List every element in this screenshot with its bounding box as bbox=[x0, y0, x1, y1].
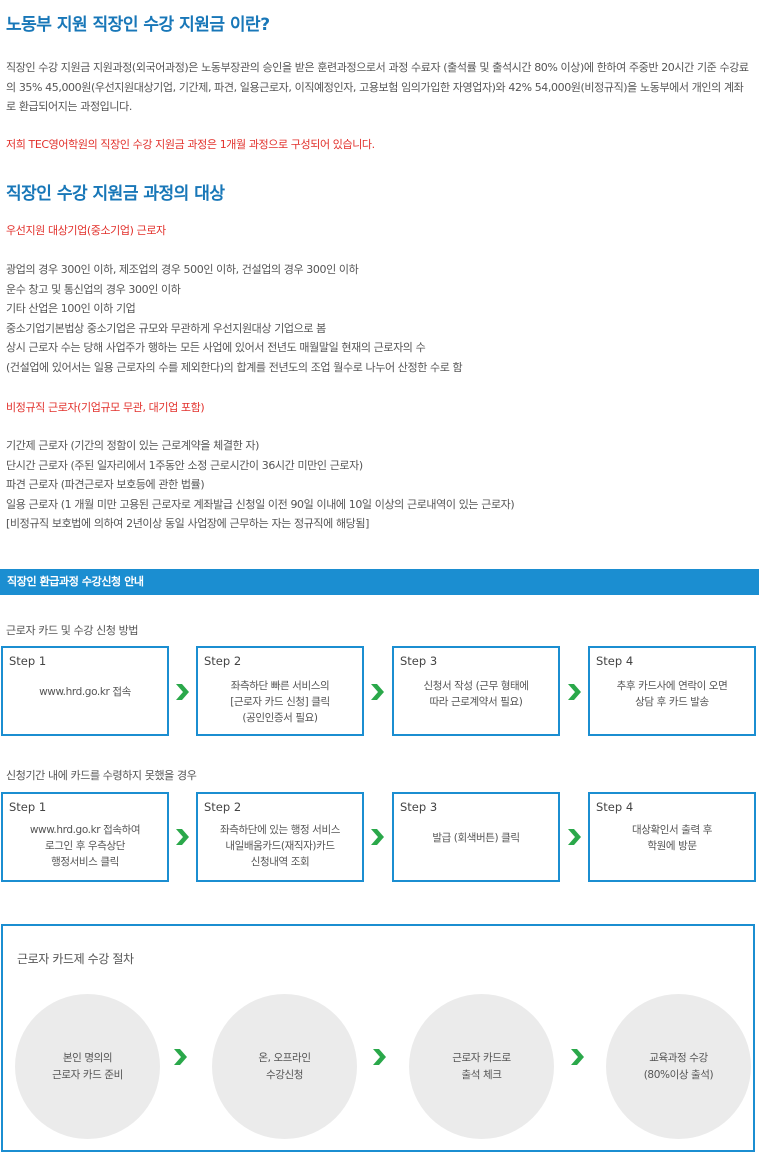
group2-list: 기간제 근로자 (기간의 정함이 있는 근로계약을 체결한 자) 단시간 근로자… bbox=[6, 436, 752, 534]
step-label: Step 2 bbox=[204, 654, 242, 668]
flow2-step-2: Step 2 좌측하단에 있는 행정 서비스 내일배움카드(재직자)카드 신청내… bbox=[196, 792, 364, 882]
procedure-step-4: 교육과정 수강 (80%이상 출석) bbox=[606, 994, 751, 1139]
list-item: 일용 근로자 (1 개월 미만 고용된 근로자로 계좌발급 신청일 이전 90일… bbox=[6, 497, 515, 511]
procedure-step-text: 온, 오프라인 수강신청 bbox=[258, 1051, 311, 1081]
step-description: 좌측하단 빠른 서비스의 [근로자 카드 신청] 클릭 (공인인증서 필요) bbox=[230, 680, 330, 724]
section1-title: 노동부 지원 직장인 수강 지원금 이란? bbox=[6, 15, 270, 35]
step-label: Step 3 bbox=[400, 654, 438, 668]
chevron-right-icon bbox=[367, 682, 387, 702]
section2-title: 직장인 수강 지원금 과정의 대상 bbox=[6, 184, 225, 204]
procedure-step-1: 본인 명의의 근로자 카드 준비 bbox=[15, 994, 160, 1139]
step-label: Step 2 bbox=[204, 800, 242, 814]
flow2-step-4: Step 4 대상확인서 출력 후 학원에 방문 bbox=[588, 792, 756, 882]
flow1-step-3: Step 3 신청서 작성 (근무 형태에 따라 근로계약서 필요) bbox=[392, 646, 560, 736]
chevron-right-icon bbox=[170, 1047, 190, 1067]
flow2-step-1: Step 1 www.hrd.go.kr 접속하여 로그인 후 우측상단 행정서… bbox=[1, 792, 169, 882]
step-description: 신청서 작성 (근무 형태에 따라 근로계약서 필요) bbox=[423, 680, 529, 708]
step-description: www.hrd.go.kr 접속하여 로그인 후 우측상단 행정서비스 클릭 bbox=[29, 824, 141, 868]
list-item: 중소기업기본법상 중소기업은 규모와 무관하게 우선지원대상 기업으로 봄 bbox=[6, 321, 326, 335]
procedure-step-3: 근로자 카드로 출석 체크 bbox=[409, 994, 554, 1139]
flow1-step-2: Step 2 좌측하단 빠른 서비스의 [근로자 카드 신청] 클릭 (공인인증… bbox=[196, 646, 364, 736]
step-label: Step 1 bbox=[9, 800, 47, 814]
section1-note: 저희 TEC영어학원의 직장인 수강 지원금 과정은 1개월 과정으로 구성되어… bbox=[6, 138, 375, 151]
step-description: www.hrd.go.kr 접속 bbox=[39, 686, 131, 698]
procedure-step-text: 근로자 카드로 출석 체크 bbox=[452, 1051, 511, 1081]
procedure-box: 근로자 카드제 수강 절차 본인 명의의 근로자 카드 준비 온, 오프라인 수… bbox=[1, 924, 755, 1152]
procedure-step-text: 본인 명의의 근로자 카드 준비 bbox=[52, 1051, 123, 1081]
group2-title: 비정규직 근로자(기업규모 무관, 대기업 포함) bbox=[6, 401, 205, 414]
step-label: Step 4 bbox=[596, 800, 634, 814]
step-description: 발급 (회색버튼) 클릭 bbox=[432, 832, 520, 844]
flow2-step-3: Step 3 발급 (회색버튼) 클릭 bbox=[392, 792, 560, 882]
list-item: 기간제 근로자 (기간의 정함이 있는 근로계약을 체결한 자) bbox=[6, 439, 260, 452]
list-item: 광업의 경우 300인 이하, 제조업의 경우 500인 이하, 건설업의 경우… bbox=[6, 263, 359, 276]
step-label: Step 4 bbox=[596, 654, 634, 668]
list-item: [비정규직 보호법에 의하여 2년이상 동일 사업장에 근무하는 자는 정규직에… bbox=[6, 517, 370, 531]
chevron-right-icon bbox=[369, 1047, 389, 1067]
flow1-step-1: Step 1 www.hrd.go.kr 접속 bbox=[1, 646, 169, 736]
list-item: 단시간 근로자 (주된 일자리에서 1주동안 소정 근로시간이 36시간 미만인… bbox=[6, 458, 363, 472]
chevron-right-icon bbox=[172, 682, 192, 702]
step-label: Step 1 bbox=[9, 654, 47, 668]
flow1-title: 근로자 카드 및 수강 신청 방법 bbox=[6, 624, 139, 637]
guide-header-bar: 직장인 환급과정 수강신청 안내 bbox=[0, 569, 759, 595]
chevron-right-icon bbox=[367, 827, 387, 847]
list-item: 운수 창고 및 통신업의 경우 300인 이하 bbox=[6, 282, 181, 296]
list-item: (건설업에 있어서는 일용 근로자의 수를 제외한다)의 합계를 전년도의 조업… bbox=[6, 360, 463, 374]
chevron-right-icon bbox=[564, 682, 584, 702]
step-description: 좌측하단에 있는 행정 서비스 내일배움카드(재직자)카드 신청내역 조회 bbox=[220, 824, 340, 868]
chevron-right-icon bbox=[172, 827, 192, 847]
procedure-title: 근로자 카드제 수강 절차 bbox=[17, 952, 134, 966]
group1-title: 우선지원 대상기업(중소기업) 근로자 bbox=[6, 224, 166, 237]
step-description: 대상확인서 출력 후 학원에 방문 bbox=[632, 824, 712, 852]
procedure-step-text: 교육과정 수강 (80%이상 출석) bbox=[643, 1051, 714, 1081]
step-description: 추후 카드사에 연락이 오면 상담 후 카드 발송 bbox=[616, 680, 728, 708]
procedure-step-2: 온, 오프라인 수강신청 bbox=[212, 994, 357, 1139]
chevron-right-icon bbox=[564, 827, 584, 847]
flow1-step-4: Step 4 추후 카드사에 연락이 오면 상담 후 카드 발송 bbox=[588, 646, 756, 736]
step-label: Step 3 bbox=[400, 800, 438, 814]
list-item: 파견 근로자 (파견근로자 보호등에 관한 법률) bbox=[6, 478, 205, 492]
section1-paragraph: 직장인 수강 지원금 지원과정(외국어과정)은 노동부장관의 승인을 받은 훈련… bbox=[6, 61, 749, 113]
list-item: 기타 산업은 100인 이하 기업 bbox=[6, 302, 136, 316]
chevron-right-icon bbox=[567, 1047, 587, 1067]
list-item: 상시 근로자 수는 당해 사업주가 행하는 모든 사업에 있어서 전년도 매월말… bbox=[6, 341, 426, 355]
flow2-title: 신청기간 내에 카드를 수령하지 못했을 경우 bbox=[6, 769, 197, 782]
group1-list: 광업의 경우 300인 이하, 제조업의 경우 500인 이하, 건설업의 경우… bbox=[6, 260, 752, 378]
